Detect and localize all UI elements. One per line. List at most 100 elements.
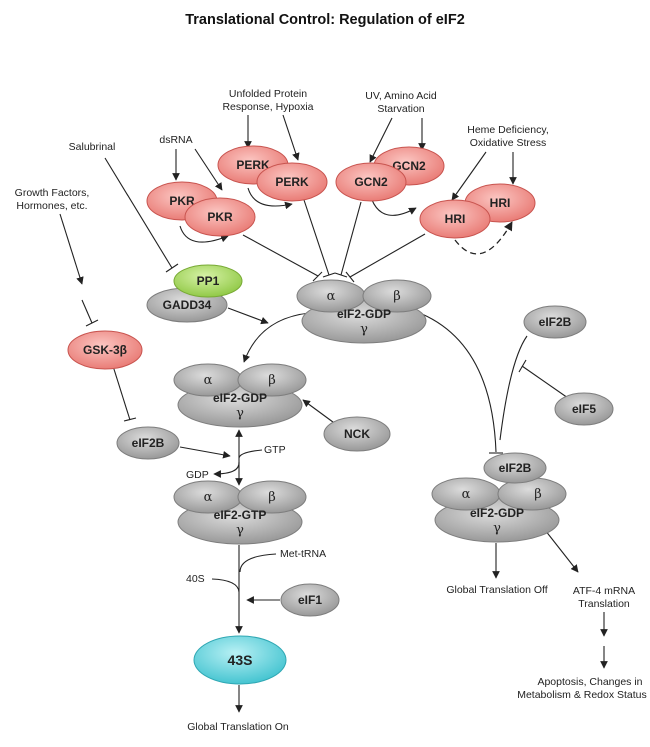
inhibit-eif5	[521, 365, 569, 399]
arrow-eif2b-exchange	[179, 446, 231, 459]
svg-text:γ: γ	[360, 322, 368, 337]
met-trna-label: Met-tRNA	[280, 548, 326, 560]
eif1-node: eIF1	[280, 583, 340, 617]
pp1-gadd34-complex: GADD34 PP1	[146, 264, 243, 323]
eif2-gdp-label-top: eIF2-GDP	[337, 307, 391, 321]
hri-node-1	[419, 199, 491, 239]
eif2b-node-right: eIF2B	[523, 305, 587, 339]
perk-label-2: PERK	[275, 175, 309, 189]
gsk3b-node: GSK-3β	[67, 330, 143, 370]
gadd34-label: GADD34	[163, 298, 212, 312]
stimulus-growth-factors: Growth Factors,	[15, 187, 90, 199]
svg-text:α: α	[327, 289, 336, 304]
atf4-label-1: ATF-4 mRNA	[573, 585, 635, 597]
eif2b-label-bound: eIF2B	[499, 461, 532, 475]
arrow-growth-factors	[59, 213, 84, 285]
stimulus-starvation: Starvation	[377, 103, 424, 115]
perk-node-2	[256, 162, 328, 202]
pkr-label-1: PKR	[169, 194, 195, 208]
svg-text:β: β	[534, 487, 542, 502]
svg-text:α: α	[462, 487, 471, 502]
ribosome-43s-label: 43S	[228, 652, 253, 668]
inhibit-gcn2-eif2	[340, 201, 362, 276]
pkr-dimer: PKR PKR	[146, 181, 256, 237]
gtp-in-curve	[238, 449, 263, 459]
ribosome-43s: 43S	[193, 635, 287, 685]
stimulus-hypoxia: Response, Hypoxia	[222, 101, 313, 113]
inhibit-eif2-to-eif2b	[421, 313, 497, 453]
perk-dimer: PERK PERK	[217, 145, 328, 202]
apoptosis-label-1: Apoptosis, Changes in	[537, 676, 642, 688]
pp1-node	[173, 264, 243, 298]
inhibit-salubrinal-pp1	[104, 157, 173, 269]
s40-join	[211, 578, 240, 593]
inhibit-perk-eif2	[303, 199, 330, 276]
s40-label: 40S	[186, 573, 205, 585]
svg-text:β: β	[268, 490, 276, 505]
inhibit-hri-eif2	[349, 233, 426, 278]
eif2b-eif2-gdp-complex: eIF2B α β eIF2-GDP γ	[431, 452, 567, 543]
eif5-label: eIF5	[572, 402, 596, 416]
met-trna-join	[239, 553, 277, 573]
global-translation-off-label: Global Translation Off	[446, 584, 547, 596]
apoptosis-label-2: Metabolism & Redox Status	[517, 689, 647, 701]
eif2b-label-right: eIF2B	[539, 315, 572, 329]
pkr-label-2: PKR	[207, 210, 233, 224]
eif2-gdp-complex-left: α β eIF2-GDP γ	[173, 363, 307, 428]
perk-label-1: PERK	[236, 158, 270, 172]
gsk3b-label: GSK-3β	[83, 343, 127, 357]
arrow-to-atf4	[544, 529, 579, 573]
gcn2-node-1	[335, 162, 407, 202]
inhibit-pkr-eif2	[242, 234, 319, 277]
inhibitor-salubrinal: Salubrinal	[69, 141, 116, 153]
eif2b-binding-line	[499, 335, 528, 441]
eif2b-label-left: eIF2B	[132, 436, 165, 450]
eif2-gdp-complex-top: α β eIF2-GDP γ	[296, 279, 432, 344]
svg-text:β: β	[393, 289, 401, 304]
perk-autophosphorylation-arrow	[247, 187, 293, 210]
hri-dimer: HRI HRI	[419, 183, 536, 239]
gcn2-label-2: GCN2	[392, 159, 426, 173]
eif1-label: eIF1	[298, 593, 322, 607]
global-translation-on-label: Global Translation On	[187, 721, 289, 733]
arrow-heme-to-hri	[451, 151, 487, 201]
svg-text:γ: γ	[493, 521, 501, 536]
stimulus-heme-deficiency: Heme Deficiency,	[467, 124, 549, 136]
stimulus-uv-amino-acid: UV, Amino Acid	[365, 90, 437, 102]
eif2-gtp-complex: α β eIF2-GTP γ	[173, 480, 307, 545]
eif2-beta-subunit	[362, 279, 432, 313]
eif2-gdp-label-right: eIF2-GDP	[470, 506, 524, 520]
eif2b-bound	[483, 452, 547, 484]
arrow-dsrna-to-pkr-2	[194, 148, 223, 191]
hri-autophosphorylation-arrow	[454, 221, 513, 255]
svg-text:α: α	[204, 490, 213, 505]
stimulus-dsrna: dsRNA	[159, 134, 192, 146]
stimulus-unfolded-protein: Unfolded Protein	[229, 88, 307, 100]
eif2b-node-left: eIF2B	[116, 426, 180, 460]
inhibit-to-gsk3b	[81, 299, 93, 324]
hri-label-2: HRI	[490, 196, 511, 210]
pkr-autophosphorylation-arrow	[179, 225, 229, 243]
gcn2-dimer: GCN2 GCN2	[335, 146, 445, 202]
svg-text:γ: γ	[236, 523, 244, 538]
stimulus-oxidative-stress: Oxidative Stress	[470, 137, 546, 149]
eif5-node: eIF5	[554, 392, 614, 426]
gdp-label: GDP	[186, 469, 209, 481]
svg-text:γ: γ	[236, 406, 244, 421]
atf4-label-2: Translation	[578, 598, 630, 610]
arrow-uv-to-gcn2	[369, 117, 393, 163]
pp1-label: PP1	[197, 274, 220, 288]
arrow-eif2-to-left-complex	[242, 312, 311, 363]
gcn2-label-1: GCN2	[354, 175, 388, 189]
gtp-label: GTP	[264, 444, 286, 456]
svg-text:β: β	[268, 373, 276, 388]
stimulus-hormones: Hormones, etc.	[16, 200, 87, 212]
arrow-hypoxia-to-perk	[282, 114, 300, 161]
svg-text:α: α	[204, 373, 213, 388]
arrow-nck-to-eif2	[302, 399, 338, 426]
gcn2-autophosphorylation-arrow	[371, 199, 417, 216]
nck-label: NCK	[344, 427, 370, 441]
hri-label-1: HRI	[445, 212, 466, 226]
